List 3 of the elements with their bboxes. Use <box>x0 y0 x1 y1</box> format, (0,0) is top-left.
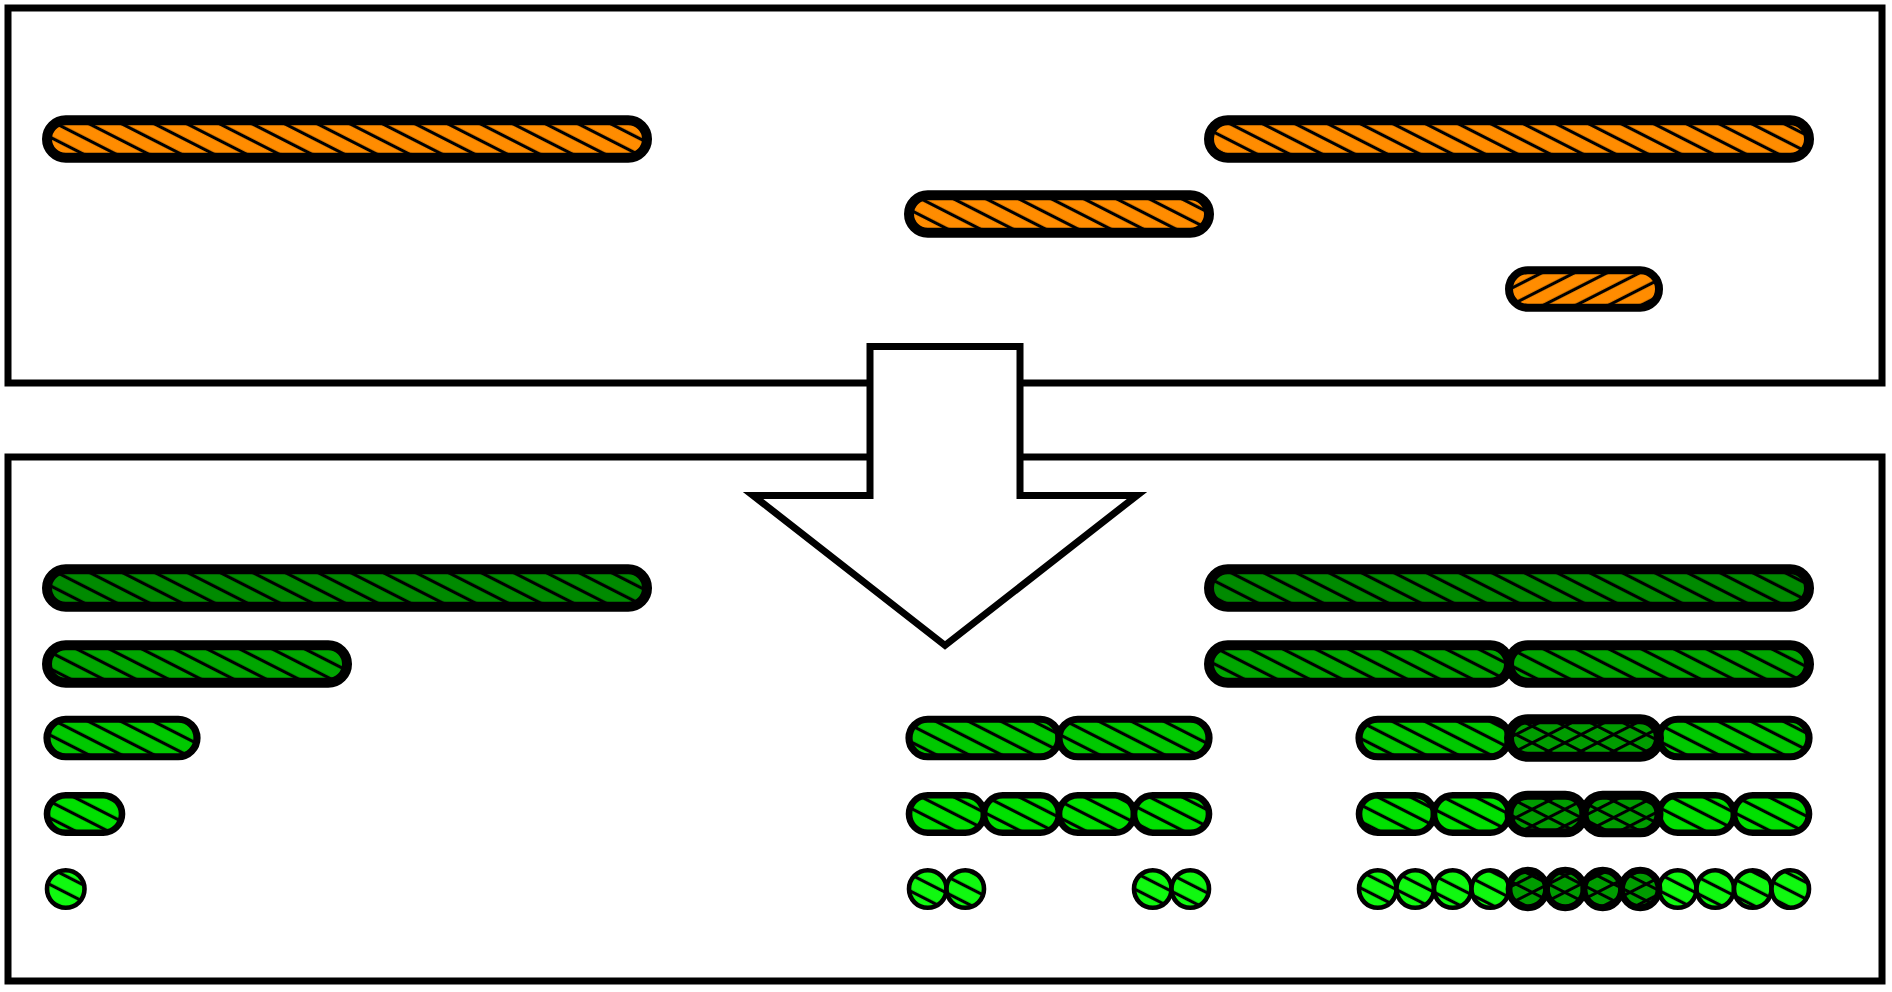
panel-frame <box>4 453 1886 985</box>
block-arrow <box>742 343 1148 650</box>
panel-frame <box>4 4 1886 387</box>
